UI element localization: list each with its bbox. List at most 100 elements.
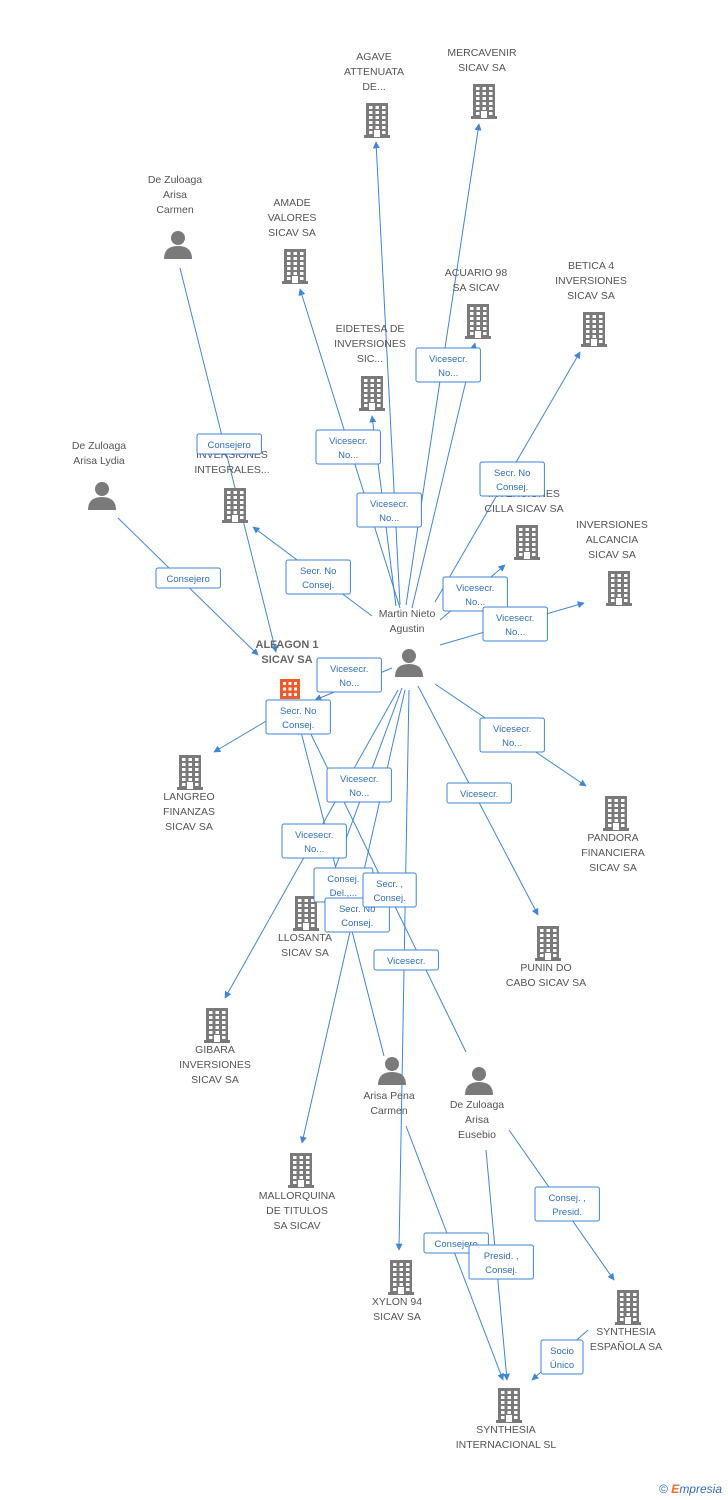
node-eidetesa[interactable]: EIDETESA DEINVERSIONESSIC... [334, 323, 406, 411]
building-icon[interactable] [177, 755, 203, 790]
edge-label-box[interactable] [196, 433, 262, 455]
node-integrales[interactable]: INVERSIONESINTEGRALES... [194, 449, 270, 523]
building-icon[interactable] [514, 525, 540, 560]
node-label: Martin Nieto [379, 608, 436, 620]
edge-label-box[interactable] [285, 559, 351, 595]
building-icon[interactable] [465, 304, 491, 339]
edge-label-box[interactable] [265, 699, 331, 735]
edge-label-box[interactable] [316, 657, 382, 693]
edge-label-martin-to-punin[interactable]: Vicesecr. [446, 782, 512, 804]
edge-label-box[interactable] [373, 949, 439, 971]
building-icon[interactable] [603, 796, 629, 831]
person-icon[interactable] [164, 231, 192, 259]
building-icon[interactable] [364, 103, 390, 138]
node-agave[interactable]: AGAVEATTENUATADE... [344, 51, 404, 138]
node-label: SICAV SA [589, 862, 637, 874]
node-label: Eusebio [458, 1129, 496, 1141]
edge-label-martin-to-amade[interactable]: Vicesecr.No... [315, 429, 381, 465]
building-icon[interactable] [535, 926, 561, 961]
edge-label-box[interactable] [415, 347, 481, 383]
building-icon[interactable] [615, 1290, 641, 1325]
building-icon[interactable] [282, 249, 308, 284]
edge-label-text: Único [550, 1360, 574, 1371]
building-icon[interactable] [204, 1008, 230, 1043]
edge-label-box[interactable] [479, 461, 545, 497]
edge-label-martin-to-llosanta[interactable]: Vicesecr.No... [326, 767, 392, 803]
edge-label-martin-to-pandora[interactable]: Vicesecr.No... [479, 717, 545, 753]
edge-label-dz_eusebio-to-synthesia_es[interactable]: Consej. ,Presid. [534, 1186, 600, 1222]
edge-label-martin-to-xylon[interactable]: Vicesecr. [373, 949, 439, 971]
edge-label-box[interactable] [281, 823, 347, 859]
edge-label-box[interactable] [479, 717, 545, 753]
edge-label-box[interactable] [362, 872, 417, 908]
building-icon[interactable] [388, 1260, 414, 1295]
person-icon[interactable] [88, 482, 116, 510]
edge-label-box[interactable] [446, 782, 512, 804]
node-label: CILLA SICAV SA [484, 503, 563, 515]
edge-label-box[interactable] [155, 567, 221, 589]
edge-label-dz_lydia-to-alfagon[interactable]: Consejero [155, 567, 221, 589]
edge-label-box[interactable] [534, 1186, 600, 1222]
building-icon[interactable] [606, 571, 632, 606]
building-icon[interactable] [293, 896, 319, 931]
person-icon[interactable] [465, 1067, 493, 1095]
building-icon[interactable] [222, 488, 248, 523]
edge-label-box[interactable] [442, 576, 508, 612]
edge-label-dz_eusebio-to-synthesia_int[interactable]: Presid. ,Consej. [468, 1244, 534, 1280]
building-icon[interactable] [496, 1388, 522, 1423]
node-cilla[interactable]: INVERSIONESCILLA SICAV SA [484, 488, 564, 560]
edge-label-martin-to-eidetesa[interactable]: Vicesecr.No... [356, 492, 422, 528]
node-label: De Zuloaga [72, 440, 126, 452]
edge-label-box[interactable] [482, 606, 548, 642]
building-icon[interactable] [581, 312, 607, 347]
node-label: INVERSIONES [555, 275, 627, 287]
person-icon[interactable] [395, 649, 423, 677]
edge-label-box[interactable] [326, 767, 392, 803]
edge-label-box[interactable] [468, 1244, 534, 1280]
edge-label-martin-to-gibara[interactable]: Vicesecr.No... [281, 823, 347, 859]
edge-label-box[interactable] [540, 1339, 584, 1375]
person-icon[interactable] [378, 1057, 406, 1085]
building-icon[interactable] [359, 376, 385, 411]
edge-label-box[interactable] [356, 492, 422, 528]
edge-label-martin-to-alcancia[interactable]: Vicesecr.No... [482, 606, 548, 642]
edge-label-dz_eusebio-to-alfagon[interactable]: Secr. ,Consej. [362, 872, 417, 908]
edge-label-dz_carmen-to-alfagon[interactable]: Consejero [196, 433, 262, 455]
edge-label-martin-to-alfagon[interactable]: Vicesecr.No... [316, 657, 382, 693]
edge-label-text: Vicesecr. [340, 774, 378, 785]
building-icon[interactable] [280, 679, 300, 699]
edge-label-box[interactable] [315, 429, 381, 465]
edge-label-martin-to-cilla[interactable]: Vicesecr.No... [442, 576, 508, 612]
footer-brand[interactable]: © Empresia [659, 1482, 722, 1496]
building-icon[interactable] [471, 84, 497, 119]
node-label: ALFAGON 1 [256, 639, 319, 651]
node-label: DE TITULOS [266, 1205, 328, 1217]
building-icon[interactable] [288, 1153, 314, 1188]
edge-labels-layer: Vicesecr.No...Vicesecr.No...Vicesecr.No.… [155, 347, 600, 1375]
edge-label-martin-to-acuario[interactable]: Vicesecr.No... [415, 347, 481, 383]
